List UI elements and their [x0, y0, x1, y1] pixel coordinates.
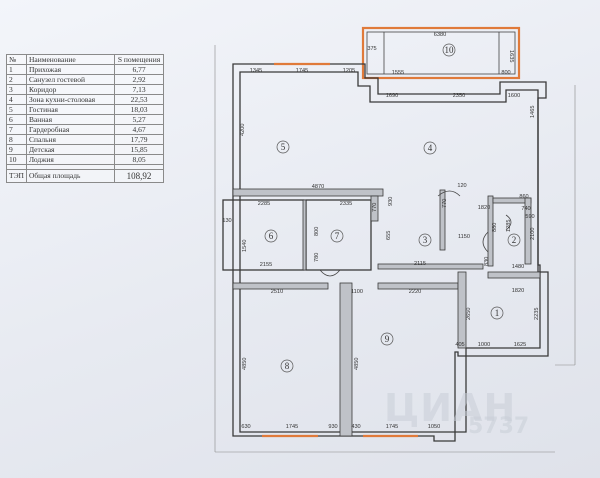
- interior-walls: [222, 188, 541, 437]
- loggia-outline: [361, 26, 521, 80]
- dimension-label: 1745: [386, 424, 398, 430]
- dimension-label: 1100: [351, 289, 363, 295]
- dimension-label: 800: [314, 227, 320, 236]
- door-marks: [319, 190, 512, 277]
- watermark: ЦИАН 5737: [378, 384, 578, 444]
- dimension-label: 2235: [534, 308, 540, 320]
- room-number: 9: [385, 334, 390, 344]
- dimension-label: 2350: [453, 93, 465, 99]
- dimension-label: 1690: [386, 93, 398, 99]
- dimension-label: 6380: [434, 32, 446, 38]
- room-labels: 1 2 3 4 5 6 7 8 9 10: [264, 43, 521, 373]
- total-label: Общая площадь: [25, 169, 116, 183]
- watermark-logo: ЦИАН: [384, 386, 517, 430]
- frame-lines: [214, 45, 576, 453]
- room-number: 3: [423, 235, 428, 245]
- windows: [262, 62, 418, 438]
- dimension-label: 4850: [242, 358, 248, 370]
- dimension-label: 4200: [240, 124, 246, 136]
- room-number: 6: [269, 231, 274, 241]
- room-number: 2: [512, 235, 517, 245]
- total-code: ТЭП: [6, 169, 27, 183]
- dimension-label: 1000: [478, 342, 490, 348]
- dimension-label: 930: [328, 424, 337, 430]
- dimension-label: 130: [222, 218, 231, 224]
- dimension-label: 860: [519, 194, 528, 200]
- dimension-label: 630: [241, 424, 250, 430]
- dimension-label: 2335: [340, 201, 352, 207]
- dimension-label: 780: [314, 253, 320, 262]
- dimension-label: 800: [501, 70, 510, 76]
- dimension-label: 1600: [508, 93, 520, 99]
- room-number: 10: [445, 45, 455, 55]
- dimension-label: 375: [367, 46, 376, 52]
- dimension-label: 1625: [514, 342, 526, 348]
- total-area: 108,92: [114, 169, 164, 183]
- dimension-label: 770: [442, 199, 448, 208]
- dimension-label: 1745: [296, 68, 308, 74]
- dimension-label: 830: [484, 257, 490, 266]
- room-number: 4: [428, 143, 433, 153]
- dimension-label: 2100: [530, 228, 536, 240]
- dimension-label: 2650: [466, 308, 472, 320]
- dimension-label: 2510: [271, 289, 283, 295]
- dimension-label: 770: [372, 203, 378, 212]
- dimension-label: 1540: [242, 240, 248, 252]
- dimension-label: 655: [386, 231, 392, 240]
- dimension-label: 405: [455, 342, 464, 348]
- dimension-label: 1150: [458, 234, 470, 240]
- dimension-label: 880: [492, 223, 498, 232]
- watermark-id: 5737: [468, 414, 530, 439]
- wall-living-hall: [232, 188, 384, 197]
- table-total-row: ТЭП Общая площадь 108,92: [6, 169, 164, 183]
- room-number: 5: [281, 142, 286, 152]
- dimension-label: 740: [521, 206, 530, 212]
- wall-corridor: [377, 263, 484, 270]
- wall-hall-top: [487, 271, 541, 279]
- dimension-labels: 6380 375 1635 1345 1745 1205 1555 800 16…: [222, 32, 540, 430]
- dimension-label: 1465: [530, 106, 536, 118]
- dimension-label: 120: [457, 183, 466, 189]
- dimension-label: 930: [388, 197, 394, 206]
- dimension-label: 4870: [312, 184, 324, 190]
- room-number: 8: [285, 361, 290, 371]
- dimension-label: 1635: [508, 50, 514, 62]
- dimension-label: 2285: [258, 201, 270, 207]
- dimension-label: 590: [525, 214, 534, 220]
- dimension-label: 1745: [286, 424, 298, 430]
- dimension-label: 1050: [428, 424, 440, 430]
- room-number: 1: [495, 308, 500, 318]
- dimension-label: 2155: [260, 262, 272, 268]
- dimension-label: 1820: [512, 288, 524, 294]
- wall-bedroom-top: [232, 282, 329, 290]
- dimension-label: 430: [351, 424, 360, 430]
- dimension-label: 4850: [354, 358, 360, 370]
- room-number: 7: [335, 231, 340, 241]
- dimension-label: 1555: [392, 70, 404, 76]
- dimension-label: 2115: [414, 261, 426, 267]
- bath-outline: [222, 199, 305, 271]
- dimension-label: 1205: [343, 68, 355, 74]
- wall-bedroom-kids: [339, 282, 353, 437]
- dimension-label: 1285: [506, 220, 512, 232]
- loggia-window-frame: [361, 26, 521, 80]
- dimension-label: 2220: [409, 289, 421, 295]
- dimension-label: 1820: [478, 205, 490, 211]
- dimension-label: 1480: [512, 264, 524, 270]
- dimension-label: 1345: [250, 68, 262, 74]
